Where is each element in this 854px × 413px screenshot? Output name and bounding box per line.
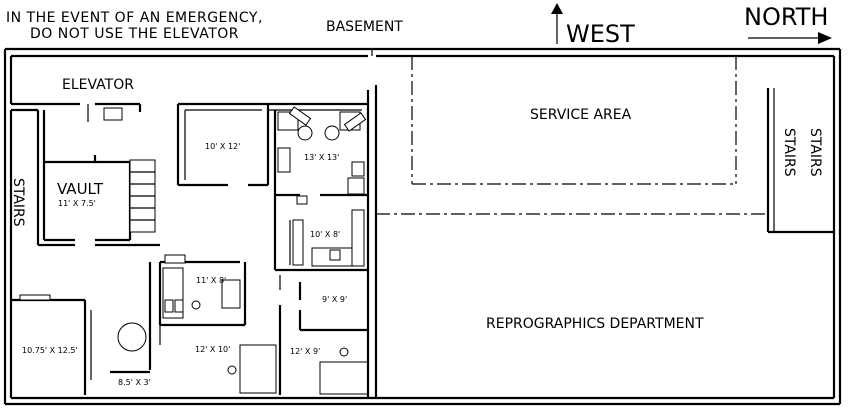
floor-label: BASEMENT bbox=[326, 19, 403, 35]
room-13x13-label: 13' X 13' bbox=[304, 153, 339, 162]
emergency-warning-line1: IN THE EVENT OF AN EMERGENCY, bbox=[6, 10, 263, 26]
service-area-outline bbox=[376, 56, 768, 215]
west-label: WEST bbox=[566, 20, 635, 48]
outer-walls bbox=[3, 47, 842, 406]
room-12x9-walls bbox=[319, 347, 369, 395]
elevator-walls bbox=[11, 102, 142, 245]
room-10x8-label: 10' X 8' bbox=[310, 230, 340, 239]
room-11x8-label: 11' X 8' bbox=[196, 276, 226, 285]
north-label: NORTH bbox=[744, 3, 828, 31]
elevator-label: ELEVATOR bbox=[62, 77, 134, 93]
room-12x9-label: 12' X 9' bbox=[290, 347, 320, 356]
right-stairs-walls bbox=[766, 88, 834, 234]
room-9x9-label: 9' X 9' bbox=[322, 295, 347, 304]
room-10x12-walls bbox=[176, 102, 270, 187]
emergency-warning-line2: DO NOT USE THE ELEVATOR bbox=[30, 26, 239, 42]
service-area-label: SERVICE AREA bbox=[530, 107, 632, 123]
room-12x10-label: 12' X 10' bbox=[195, 345, 230, 354]
central-wall bbox=[366, 50, 378, 398]
room-13x13-walls bbox=[268, 102, 368, 270]
left-stairs-label: STAIRS bbox=[10, 178, 26, 227]
room-12x10-walls bbox=[110, 262, 277, 394]
west-arrow-icon bbox=[551, 3, 563, 44]
room-1075x125-walls bbox=[11, 294, 92, 395]
reprographics-label: REPROGRAPHICS DEPARTMENT bbox=[486, 316, 704, 332]
room-10x12-label: 10' X 12' bbox=[205, 142, 240, 151]
room-11x8-walls bbox=[158, 254, 247, 327]
vault-size: 11' X 7.5' bbox=[58, 199, 96, 208]
room-1075x125-label: 10.75' X 12.5' bbox=[22, 346, 78, 355]
room-9x9-walls bbox=[278, 275, 368, 395]
north-arrow-icon bbox=[748, 32, 832, 44]
vault-walls bbox=[38, 155, 160, 247]
right-stairs-label-2: STAIRS bbox=[807, 128, 823, 177]
right-stairs-label-1: STAIRS bbox=[781, 128, 797, 177]
room-85x3-label: 8.5' X 3' bbox=[118, 378, 151, 387]
vault-label: VAULT bbox=[57, 180, 104, 198]
room-10x8-walls bbox=[275, 195, 368, 272]
